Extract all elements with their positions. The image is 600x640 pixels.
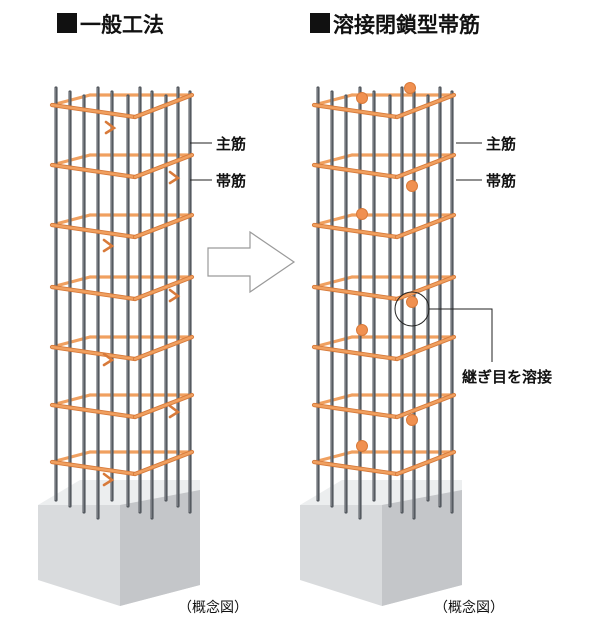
right-hoop-label: 帯筋: [486, 172, 516, 190]
right-weld-point: [406, 414, 418, 426]
left-hoop-hook-icon: [102, 352, 115, 367]
left-hoop-front-highlight: [133, 450, 194, 476]
right-hoop-front-highlight: [312, 403, 399, 419]
left-hoop-hook-icon: [102, 238, 115, 253]
left-hoop-front-highlight: [133, 393, 194, 419]
left-caption: （概念図）: [178, 599, 248, 616]
left-hoop-hook-icon: [168, 288, 181, 303]
right-hoop-front-highlight: [395, 93, 456, 119]
right-title-square: [310, 13, 330, 33]
right-weld-point: [404, 82, 416, 94]
right-hoop-front-highlight: [395, 393, 456, 419]
left-hoop-front-highlight: [133, 335, 194, 361]
left-hoop-front-highlight: [50, 103, 137, 119]
right-hoop-front-highlight: [395, 153, 456, 179]
left-hoop-hooks: [102, 120, 181, 487]
right-hoop-front-highlight: [312, 163, 399, 179]
transition-arrow-icon: [207, 230, 296, 294]
right-hoop-front-highlight: [395, 450, 456, 476]
right-weld-point: [356, 440, 368, 452]
left-hoop-front-highlight: [133, 93, 194, 119]
left-main-bar-label: 主筋: [216, 135, 246, 153]
left-title: 一般工法: [57, 13, 164, 37]
right-hoop-front-highlight: [312, 103, 399, 119]
right-hoop-front-highlight: [312, 285, 399, 301]
left-concrete-base: [38, 480, 200, 606]
left-hoop-front-highlight: [50, 285, 137, 301]
left-hoop-hook-icon: [104, 120, 117, 135]
right-weld-point: [356, 208, 368, 220]
left-hoop-hook-icon: [168, 404, 181, 419]
left-title-square: [57, 13, 77, 33]
left-hoop-label: 帯筋: [216, 172, 246, 190]
right-weld-point: [356, 92, 368, 104]
right-hoop-front-highlight: [312, 460, 399, 476]
right-hoop-front-highlight: [395, 275, 456, 301]
right-main-bar-label: 主筋: [486, 135, 516, 153]
left-hoop-front-highlight: [133, 213, 194, 239]
right-hoop-front-highlight: [395, 213, 456, 239]
right-hoop-front-highlight: [312, 223, 399, 239]
left-hoop-front-highlight: [50, 460, 137, 476]
right-concrete-base: [300, 480, 462, 606]
right-hoop-front-highlight: [395, 335, 456, 361]
left-rebar-cage: [38, 86, 200, 606]
left-hoop-front-highlight: [133, 153, 194, 179]
right-hoops-front: [311, 92, 457, 477]
left-hoop-hook-icon: [168, 170, 181, 185]
right-title: 溶接閉鎖型帯筋: [310, 13, 480, 37]
left-main-bars: [54, 86, 192, 520]
weld-label: 継ぎ目を溶接: [462, 368, 552, 386]
right-caption: （概念図）: [434, 599, 504, 616]
left-hoop-front-highlight: [50, 163, 137, 179]
left-hoop-front-highlight: [50, 223, 137, 239]
right-weld-point: [406, 180, 418, 192]
left-hoop-hook-icon: [102, 472, 115, 487]
left-hoop-front-highlight: [50, 403, 137, 419]
right-rebar-cage: [300, 82, 462, 606]
left-hoop-front-highlight: [50, 345, 137, 361]
right-weld-points: [356, 82, 418, 452]
left-hoop-front-highlight: [133, 275, 194, 301]
weld-leader: [429, 308, 493, 362]
right-weld-point: [356, 324, 368, 336]
left-hoops-front: [49, 92, 195, 477]
right-weld-point: [406, 296, 418, 308]
right-hoop-front-highlight: [312, 345, 399, 361]
left-title-text: 一般工法: [80, 13, 164, 37]
right-title-text: 溶接閉鎖型帯筋: [333, 13, 480, 37]
